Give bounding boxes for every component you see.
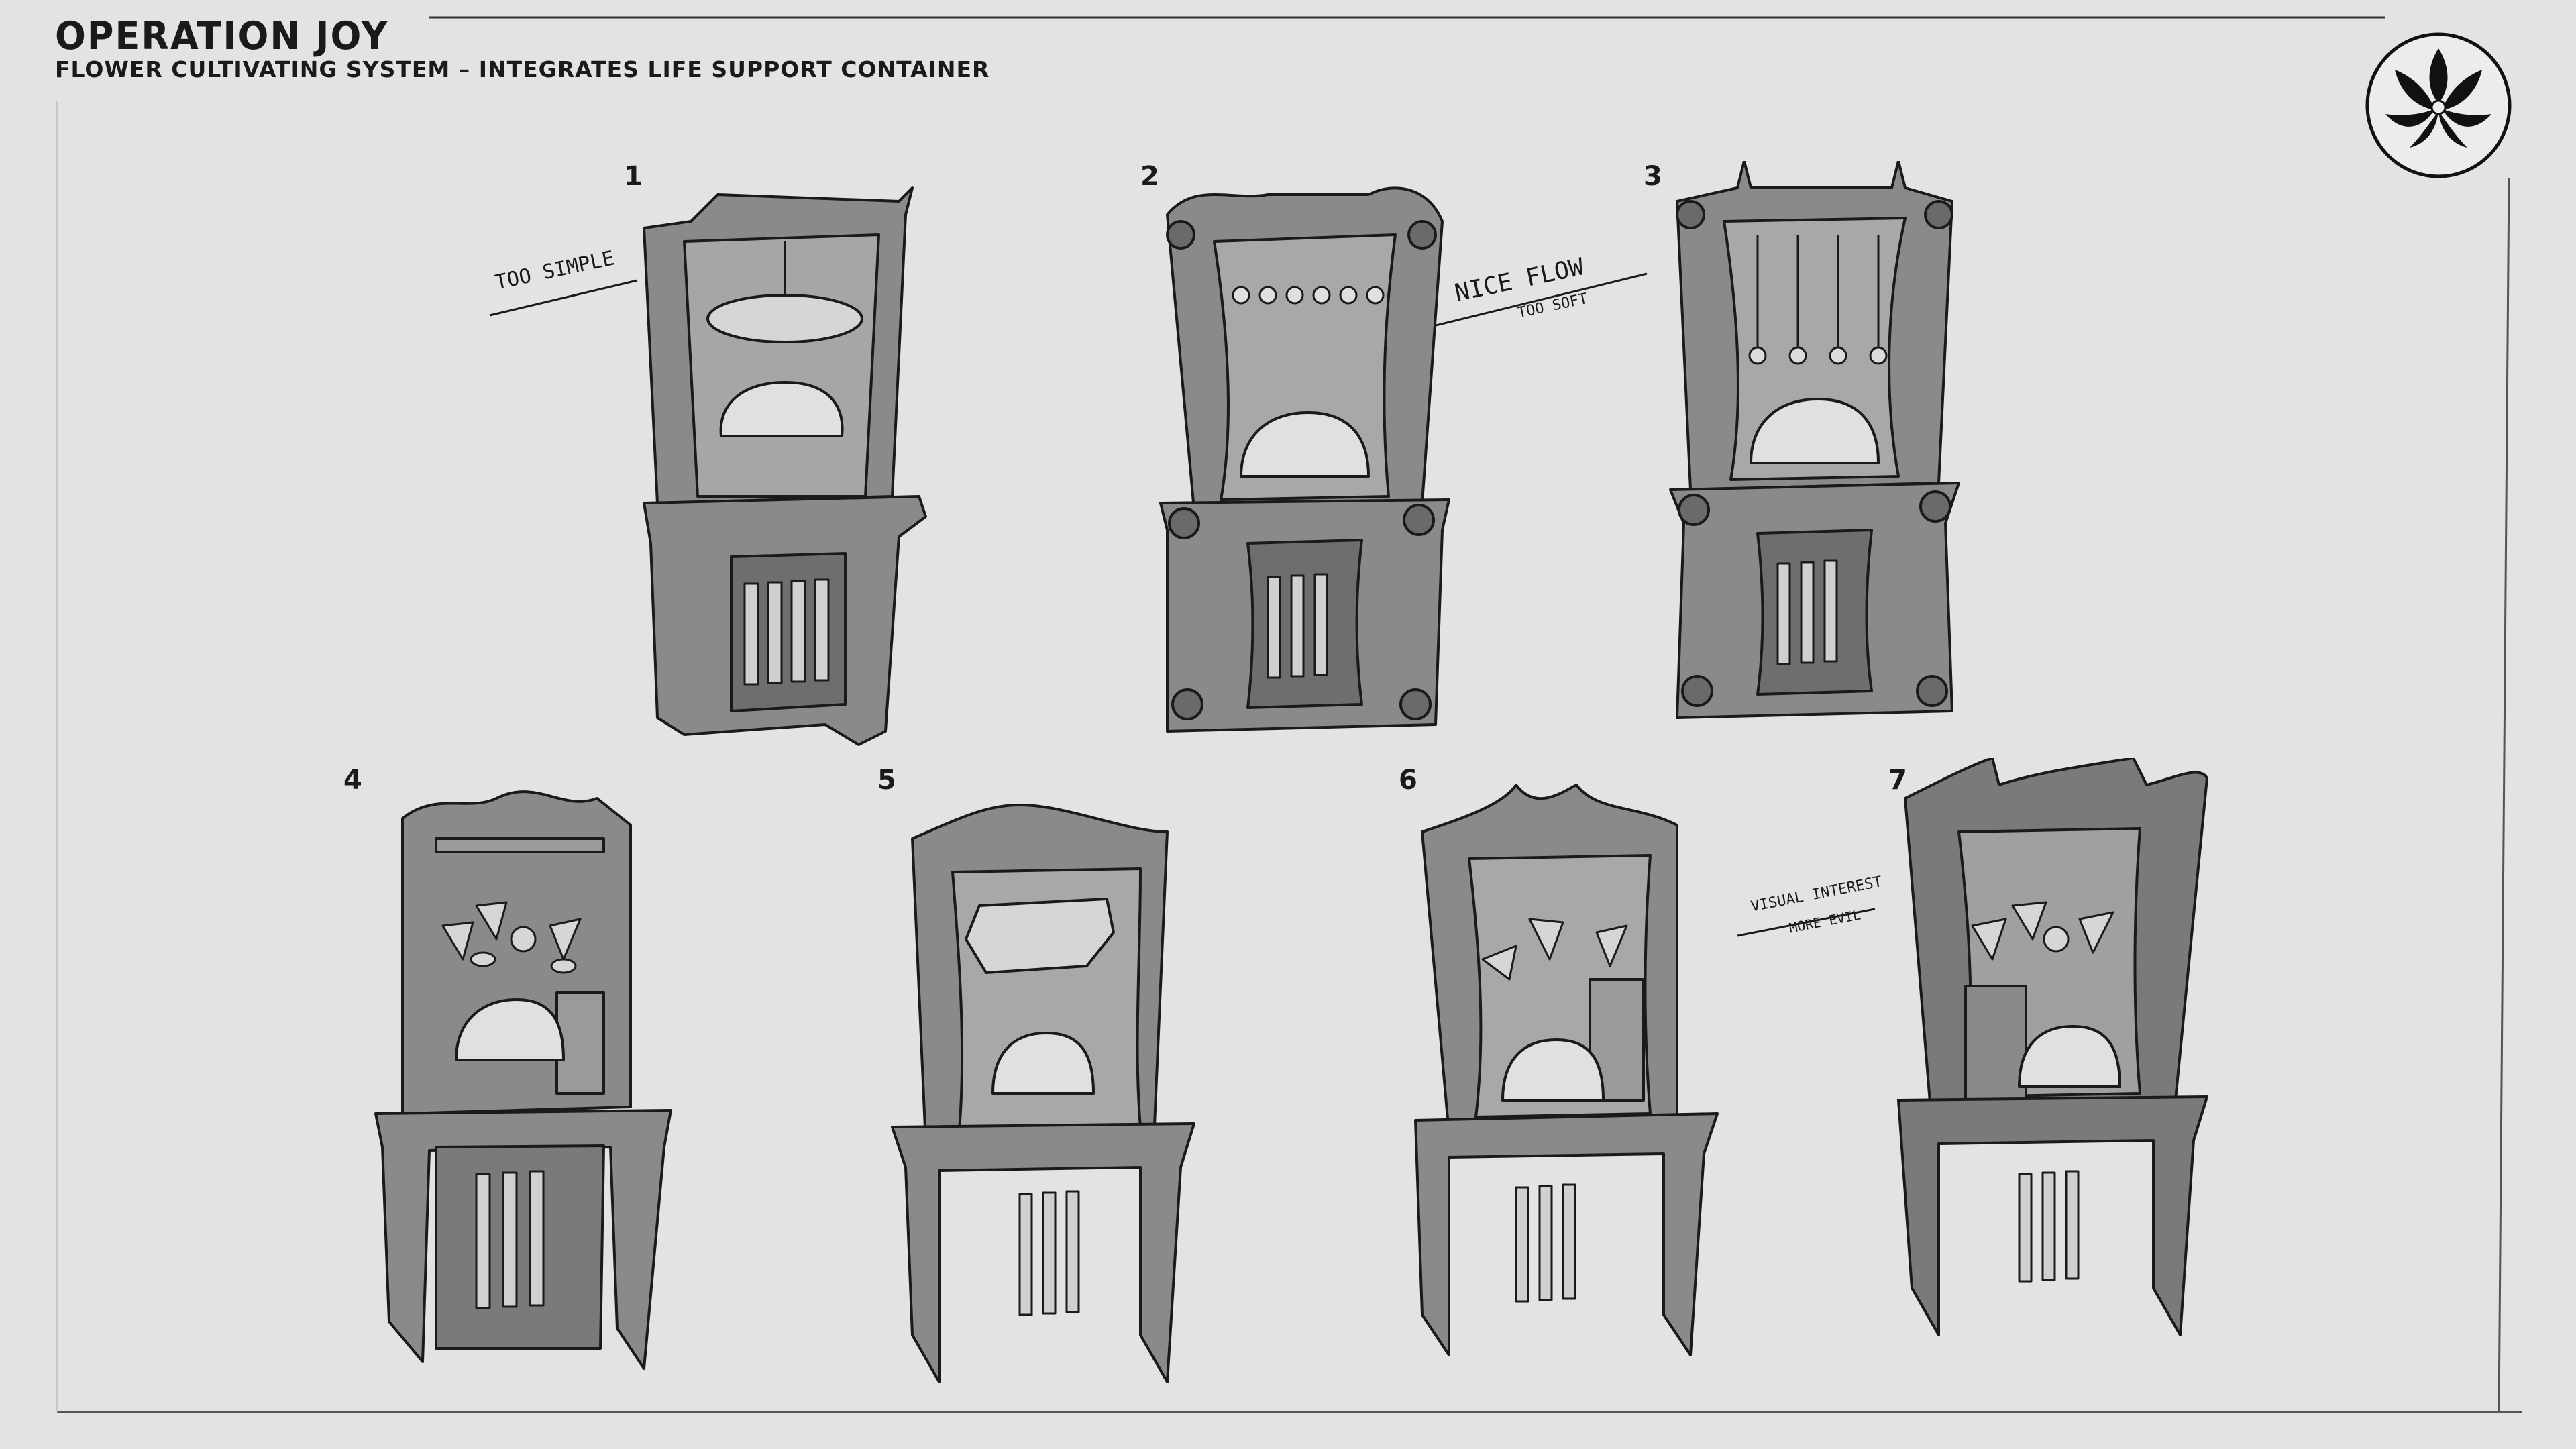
sketch-number-7: 7	[1888, 765, 1907, 796]
cabinet-sketch-7	[1897, 758, 2208, 1336]
page-subtitle: FLOWER CULTIVATING SYSTEM – INTEGRATES L…	[55, 56, 990, 83]
cabinet-sketch-3	[1669, 161, 1960, 719]
sketch-number-4: 4	[343, 765, 362, 796]
sketch-number-1: 1	[624, 161, 643, 192]
cabinet-sketch-2	[1159, 186, 1450, 733]
sketch-number-5: 5	[877, 765, 896, 796]
cabinet-sketch-5	[891, 804, 1195, 1383]
cabinet-sketch-1	[643, 186, 927, 746]
cabinet-sketch-6	[1414, 784, 1719, 1356]
sketch-number-3: 3	[1644, 161, 1662, 192]
cabinet-sketch-4	[374, 790, 672, 1370]
sketch-number-6: 6	[1399, 765, 1417, 796]
lotus-flower-icon	[2365, 32, 2512, 178]
page-title: OPERATION JOY	[55, 13, 389, 58]
sketch-number-2: 2	[1140, 161, 1159, 192]
